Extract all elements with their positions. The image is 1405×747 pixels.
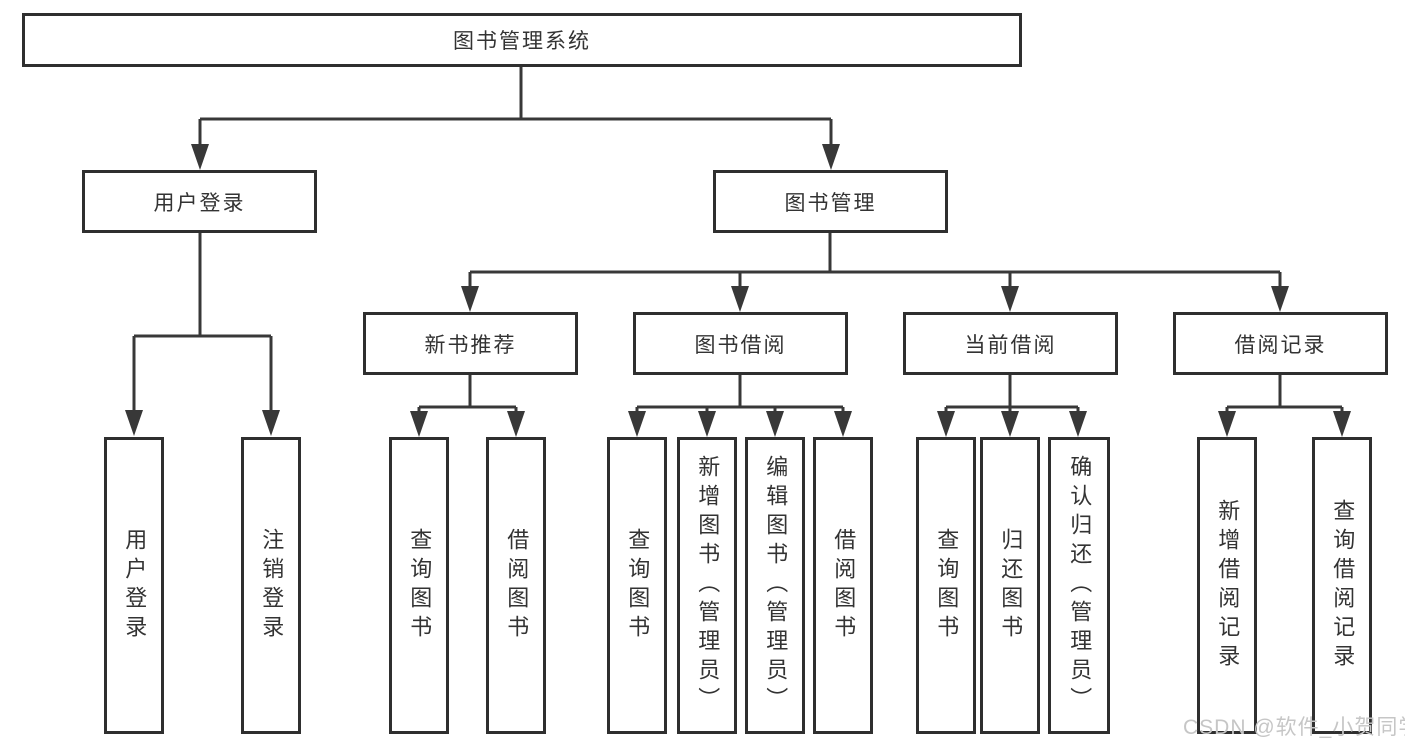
leaf-confirm-return-admin: 确认归还（管理员） [1048,437,1110,734]
arrowhead [1001,286,1019,312]
node-user-login: 用户登录 [82,170,317,233]
arrowhead [410,411,428,437]
arrowhead [125,410,143,436]
arrowhead [1001,411,1019,437]
arrowhead [937,411,955,437]
leaf-query-borrow-record: 查询借阅记录 [1312,437,1372,734]
arrowhead [1218,411,1236,437]
leaf-user-login: 用户登录 [104,437,164,734]
node-current-borrowing: 当前借阅 [903,312,1118,375]
node-borrowing-records: 借阅记录 [1173,312,1388,375]
arrowhead [834,411,852,437]
node-book-borrowing: 图书借阅 [633,312,848,375]
arrowhead [628,411,646,437]
arrowhead [698,411,716,437]
leaf-return-books: 归还图书 [980,437,1040,734]
leaf-query-books-current: 查询图书 [916,437,976,734]
leaf-borrow-books-newbooks: 借阅图书 [486,437,546,734]
csdn-watermark: CSDN @软件_小贺同学 [1183,716,1405,739]
leaf-query-books-borrowing: 查询图书 [607,437,667,734]
arrowhead [731,286,749,312]
arrowhead [191,144,209,170]
node-new-book-recommendation: 新书推荐 [363,312,578,375]
arrowhead [1271,286,1289,312]
leaf-add-borrow-record: 新增借阅记录 [1197,437,1257,734]
leaf-borrow-books: 借阅图书 [813,437,873,734]
leaf-query-books-newbooks: 查询图书 [389,437,449,734]
node-root-library-management-system: 图书管理系统 [22,13,1022,67]
node-book-management: 图书管理 [713,170,948,233]
arrowhead [461,286,479,312]
arrowhead [507,411,525,437]
leaf-edit-books-admin: 编辑图书（管理员） [745,437,805,734]
arrowhead [1069,411,1087,437]
arrowhead [1333,411,1351,437]
leaf-add-books-admin: 新增图书（管理员） [677,437,737,734]
arrowhead [262,410,280,436]
arrowhead [766,411,784,437]
leaf-logout: 注销登录 [241,437,301,734]
arrowhead [822,144,840,170]
